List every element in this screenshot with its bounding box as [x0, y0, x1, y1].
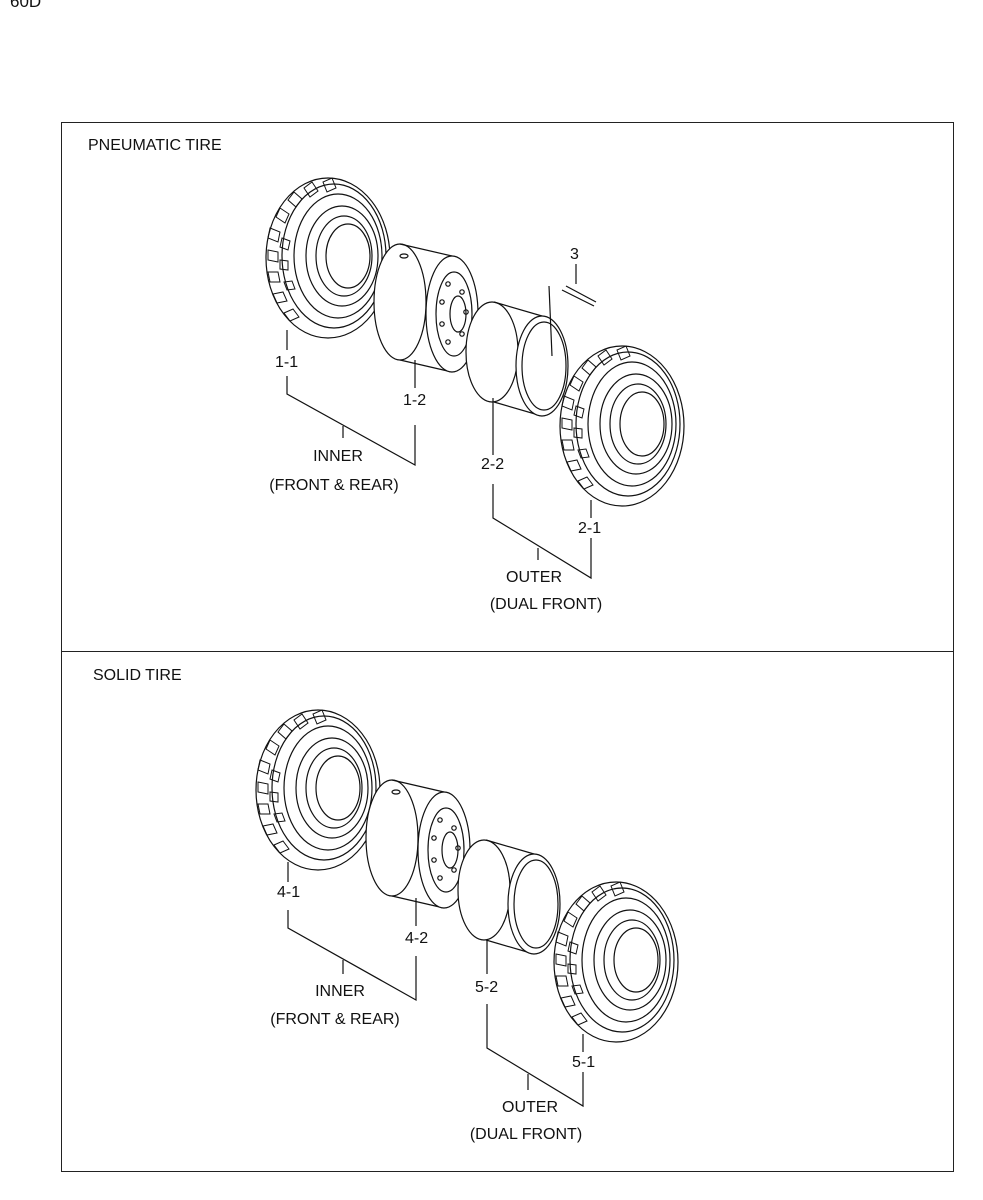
callout-4-2: 4-2 [405, 930, 429, 947]
valve-stem [548, 285, 597, 357]
pneumatic-inner-sub: (FRONT & REAR) [269, 477, 399, 494]
solid-inner-label: INNER [315, 983, 365, 1000]
callout-2-1: 2-1 [578, 520, 602, 537]
solid-outer-tire [553, 881, 679, 1043]
pneumatic-inner-tire [265, 177, 391, 339]
solid-outer-sub: (DUAL FRONT) [469, 1126, 583, 1143]
solid-outer-label: OUTER [502, 1099, 558, 1116]
solid-tire-title: SOLID TIRE [93, 667, 182, 684]
callout-5-1: 5-1 [572, 1054, 596, 1071]
pneumatic-inner-label: INNER [313, 448, 363, 465]
callout-1-2: 1-2 [403, 392, 427, 409]
callout-5-2: 5-2 [475, 979, 499, 996]
pneumatic-outer-sub: (DUAL FRONT) [489, 596, 603, 613]
callout-3: 3 [570, 246, 579, 263]
page-code: 60D [10, 0, 42, 11]
solid-inner-tire [255, 709, 381, 871]
callout-4-1: 4-1 [277, 884, 301, 901]
solid-inner-sub: (FRONT & REAR) [270, 1011, 400, 1028]
solid-tire-panel: SOLID TIRE [61, 651, 954, 1172]
solid-inner-rim [365, 779, 471, 909]
pneumatic-outer-rim [465, 301, 569, 417]
solid-outer-rim [457, 839, 561, 955]
pneumatic-outer-tire [559, 345, 685, 507]
pneumatic-outer-label: OUTER [506, 569, 562, 586]
pneumatic-inner-rim [373, 243, 479, 373]
callout-2-2: 2-2 [481, 456, 505, 473]
pneumatic-tire-title: PNEUMATIC TIRE [88, 137, 222, 154]
callout-1-1: 1-1 [275, 354, 299, 371]
